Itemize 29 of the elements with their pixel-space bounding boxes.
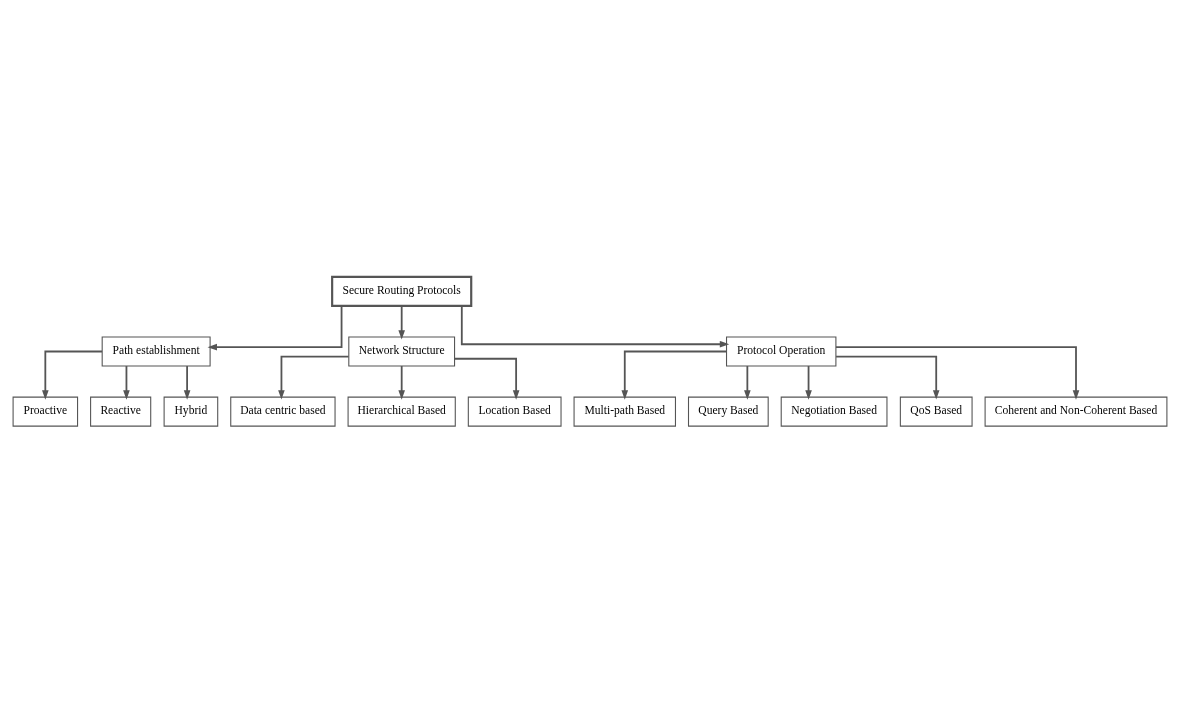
arrow bbox=[805, 364, 812, 400]
node-box: Query Based bbox=[687, 396, 769, 427]
arrow bbox=[398, 304, 405, 340]
node-box: Secure Routing Protocols bbox=[331, 275, 473, 307]
node-box: Coherent and Non-Coherent Based bbox=[984, 396, 1168, 427]
arrow bbox=[42, 350, 103, 400]
arrow bbox=[453, 357, 520, 400]
arrow bbox=[621, 350, 728, 400]
node-box: Network Structure bbox=[348, 335, 456, 367]
node-box: QoS Based bbox=[899, 396, 973, 427]
arrow bbox=[835, 355, 940, 400]
arrow bbox=[835, 345, 1080, 400]
node-box: Data centric based bbox=[230, 396, 336, 427]
node-box: Multi-path Based bbox=[573, 396, 676, 427]
arrow bbox=[398, 364, 405, 400]
node-box: Location Based bbox=[467, 396, 562, 427]
arrow bbox=[744, 364, 751, 400]
node-box: Reactive bbox=[90, 396, 152, 427]
node-box: Protocol Operation bbox=[726, 335, 837, 367]
node-box: Hierarchical Based bbox=[347, 396, 456, 427]
arrow bbox=[278, 355, 350, 400]
node-box: Hybrid bbox=[163, 396, 219, 427]
node-box: Negotiation Based bbox=[780, 396, 888, 427]
node-box: Proactive bbox=[12, 396, 79, 427]
arrow bbox=[183, 364, 191, 400]
arrow bbox=[123, 364, 130, 400]
arrow bbox=[460, 304, 730, 348]
arrow bbox=[207, 304, 343, 350]
node-box: Path establishment bbox=[101, 335, 211, 367]
